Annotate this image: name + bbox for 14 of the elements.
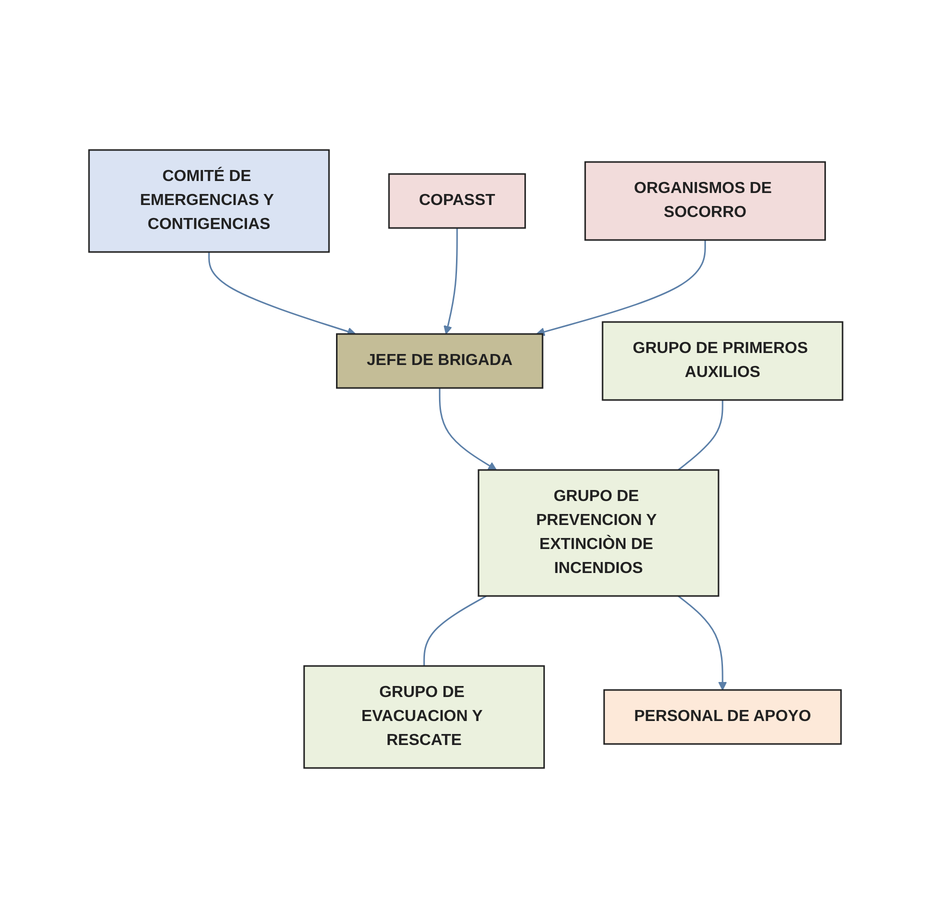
node-box: PERSONAL DE APOYO	[604, 688, 842, 744]
node-box: GRUPO DE EVACUACION Y RESCATE	[304, 664, 546, 768]
arrow	[444, 228, 458, 334]
arrow	[678, 594, 728, 690]
arrow	[439, 388, 498, 470]
node-box: COPASST	[388, 172, 526, 228]
node-box: JEFE DE BRIGADA	[336, 332, 544, 388]
connector	[424, 594, 487, 666]
node-box: ORGANISMOS DE SOCORRO	[584, 160, 826, 240]
node-box: GRUPO DE PRIMEROS AUXILIOS	[602, 320, 844, 400]
node-box: GRUPO DE PREVENCION Y EXTINCIÒN DE INCENDIOS	[478, 468, 720, 596]
node-box: COMITÉ DE EMERGENCIAS Y CONTIGENCIAS	[88, 148, 330, 252]
arrow	[536, 240, 706, 336]
connector	[678, 400, 724, 470]
